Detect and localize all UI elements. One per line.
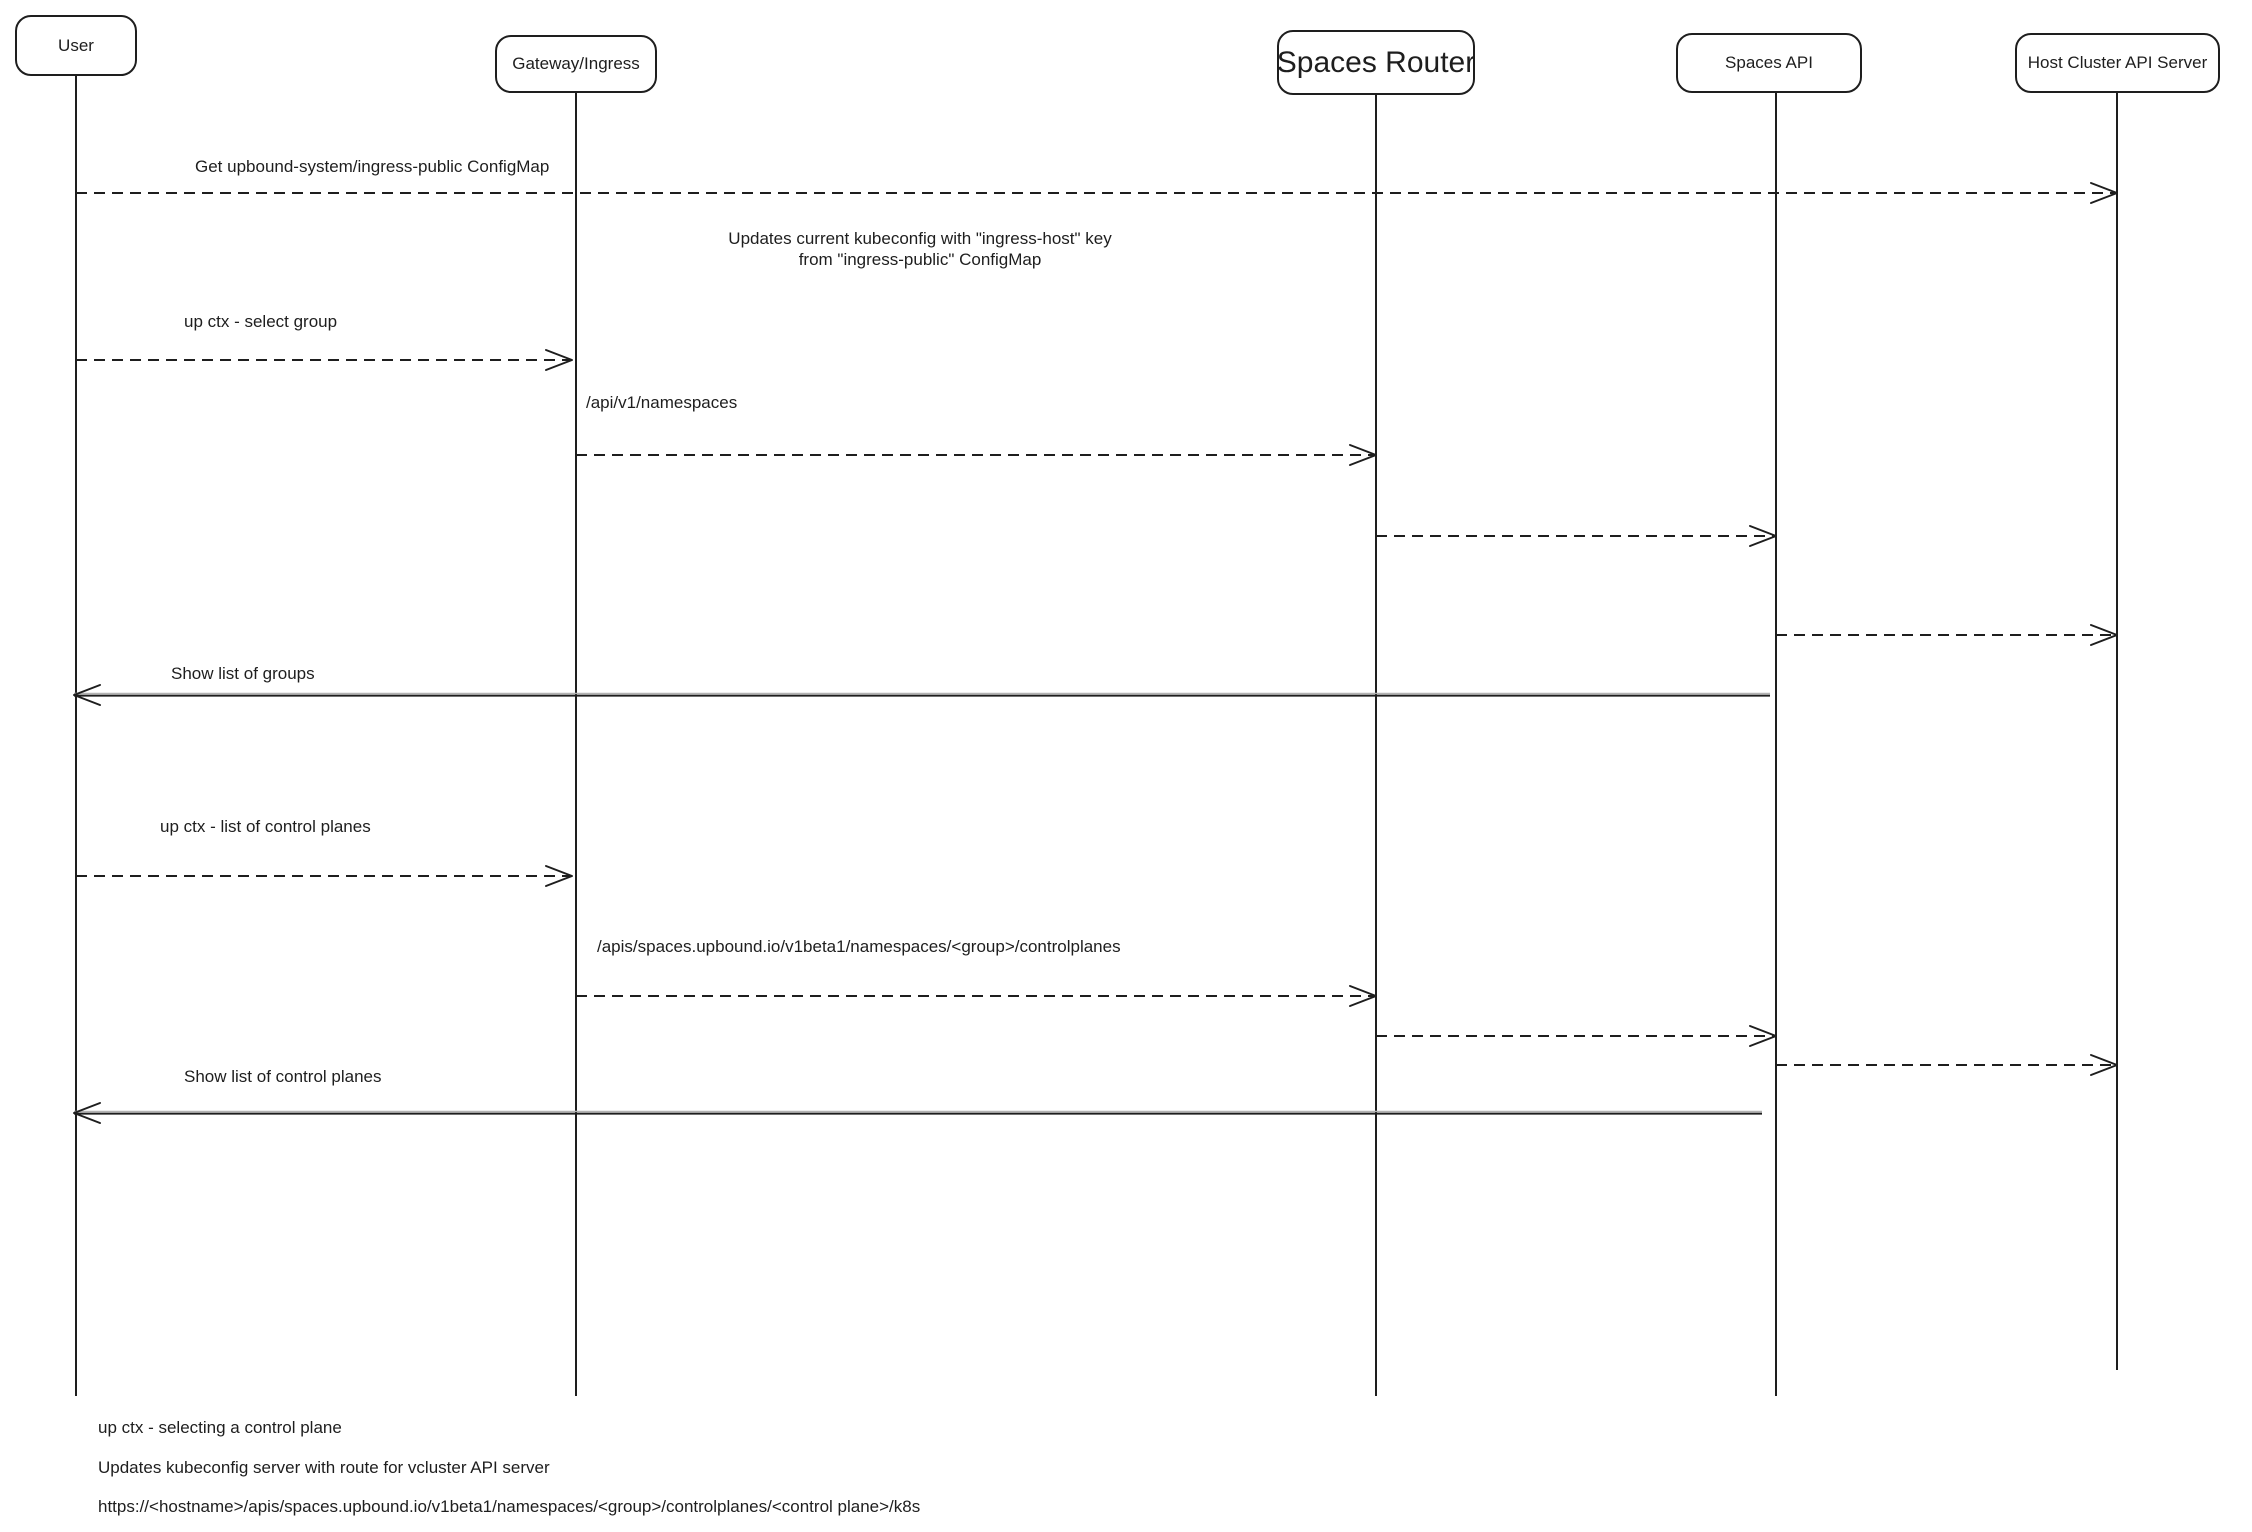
arrowhead-icon-3 bbox=[1749, 525, 1777, 547]
arrowhead-icon-1 bbox=[545, 349, 573, 371]
arrowhead-icon-9 bbox=[2090, 1054, 2118, 1076]
note-kubeconfig-update-line-1: Updates current kubeconfig with "ingress… bbox=[728, 229, 1112, 248]
actor-box-host-cluster-api-server: Host Cluster API Server bbox=[2015, 33, 2220, 93]
actor-box-spaces-router: Spaces Router bbox=[1277, 30, 1475, 95]
actor-label-host-cluster-api-server: Host Cluster API Server bbox=[2027, 53, 2208, 72]
arrowhead-icon-8 bbox=[1749, 1025, 1777, 1047]
actor-label-user: User bbox=[58, 35, 94, 55]
arrowhead-icon-7 bbox=[1349, 985, 1377, 1007]
footnote-3: https://<hostname>/apis/spaces.upbound.i… bbox=[98, 1497, 921, 1516]
message-label-5: Show list of groups bbox=[171, 664, 315, 683]
note-kubeconfig-update-line-2: from "ingress-public" ConfigMap bbox=[798, 250, 1042, 269]
arrowhead-icon-2 bbox=[1349, 444, 1377, 466]
actor-label-gateway-ingress: Gateway/Ingress bbox=[512, 54, 640, 73]
arrowhead-icon-4 bbox=[2090, 624, 2118, 646]
actor-label-spaces-api: Spaces API bbox=[1725, 53, 1813, 72]
note-kubeconfig-update: Updates current kubeconfig with "ingress… bbox=[728, 228, 1111, 270]
actor-box-spaces-api: Spaces API bbox=[1676, 33, 1862, 93]
footnote-1: up ctx - selecting a control plane bbox=[98, 1418, 342, 1437]
arrowhead-icon-6 bbox=[545, 865, 573, 887]
actor-box-user: User bbox=[15, 15, 137, 76]
message-label-6: up ctx - list of control planes bbox=[160, 817, 371, 836]
message-label-7: /apis/spaces.upbound.io/v1beta1/namespac… bbox=[597, 937, 1121, 956]
arrowhead-icon-5 bbox=[73, 684, 101, 706]
message-label-10: Show list of control planes bbox=[184, 1067, 382, 1086]
message-label-1: up ctx - select group bbox=[184, 312, 338, 331]
message-label-2: /api/v1/namespaces bbox=[586, 393, 738, 412]
footnote-2: Updates kubeconfig server with route for… bbox=[98, 1458, 550, 1477]
actor-label-spaces-router: Spaces Router bbox=[1276, 45, 1476, 79]
actor-box-gateway-ingress: Gateway/Ingress bbox=[495, 35, 657, 93]
message-label-0: Get upbound-system/ingress-public Config… bbox=[195, 157, 550, 176]
arrowhead-icon-10 bbox=[73, 1102, 101, 1124]
arrowhead-icon-0 bbox=[2090, 182, 2118, 204]
